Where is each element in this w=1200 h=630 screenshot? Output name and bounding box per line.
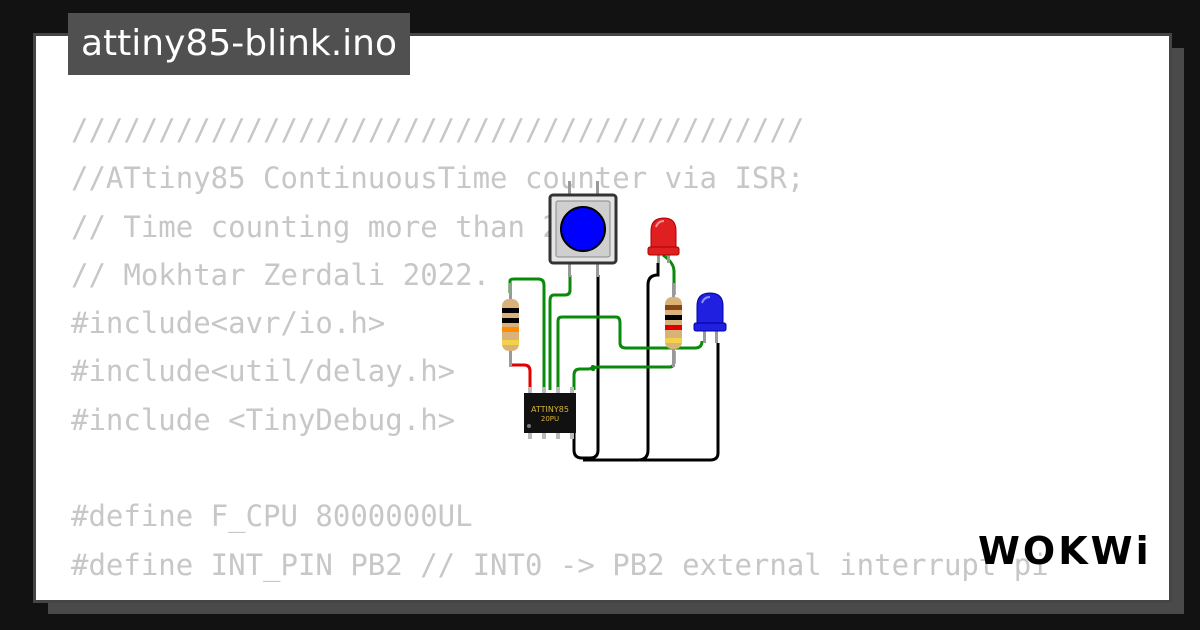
code-line: // Mokhtar Zerdali 2022. xyxy=(71,257,491,292)
led-blue xyxy=(693,292,727,343)
circuit-diagram: ATTINY85 20PU xyxy=(502,181,727,462)
pushbutton xyxy=(548,181,618,277)
wokwi-logo: WOKWi xyxy=(978,528,1150,574)
code-line: #define INT_PIN PB2 // INT0 -> PB2 exter… xyxy=(71,547,1049,582)
led-red xyxy=(647,217,680,263)
resistor xyxy=(502,283,519,367)
code-line: #include<avr/io.h> xyxy=(71,306,386,341)
code-preview: ////////////////////////////////////////… xyxy=(71,106,1049,589)
code-line: //ATtiny85 ContinuousTime counter via IS… xyxy=(71,161,805,196)
chip-label: 20PU xyxy=(541,415,559,423)
wire-green xyxy=(556,315,704,390)
wire-green xyxy=(572,351,676,390)
wire-black xyxy=(640,343,720,462)
attiny85-chip: ATTINY85 20PU xyxy=(524,387,576,439)
logo-text: WOKWi xyxy=(978,529,1152,573)
wire-black xyxy=(572,275,600,460)
code-line: #include<util/delay.h> xyxy=(71,354,456,389)
code-line: #define F_CPU 8000000UL xyxy=(71,499,473,534)
code-line: ////////////////////////////////////////… xyxy=(71,113,805,147)
wire-red xyxy=(512,363,532,390)
project-title: attiny85-blink.ino xyxy=(68,13,411,75)
wire-black xyxy=(583,263,660,462)
code-line: #include <TinyDebug.h> xyxy=(71,402,456,437)
chip-label: ATTINY85 xyxy=(531,405,569,414)
wire-green xyxy=(548,275,572,390)
wire-green xyxy=(508,277,546,390)
resistor xyxy=(665,283,682,367)
